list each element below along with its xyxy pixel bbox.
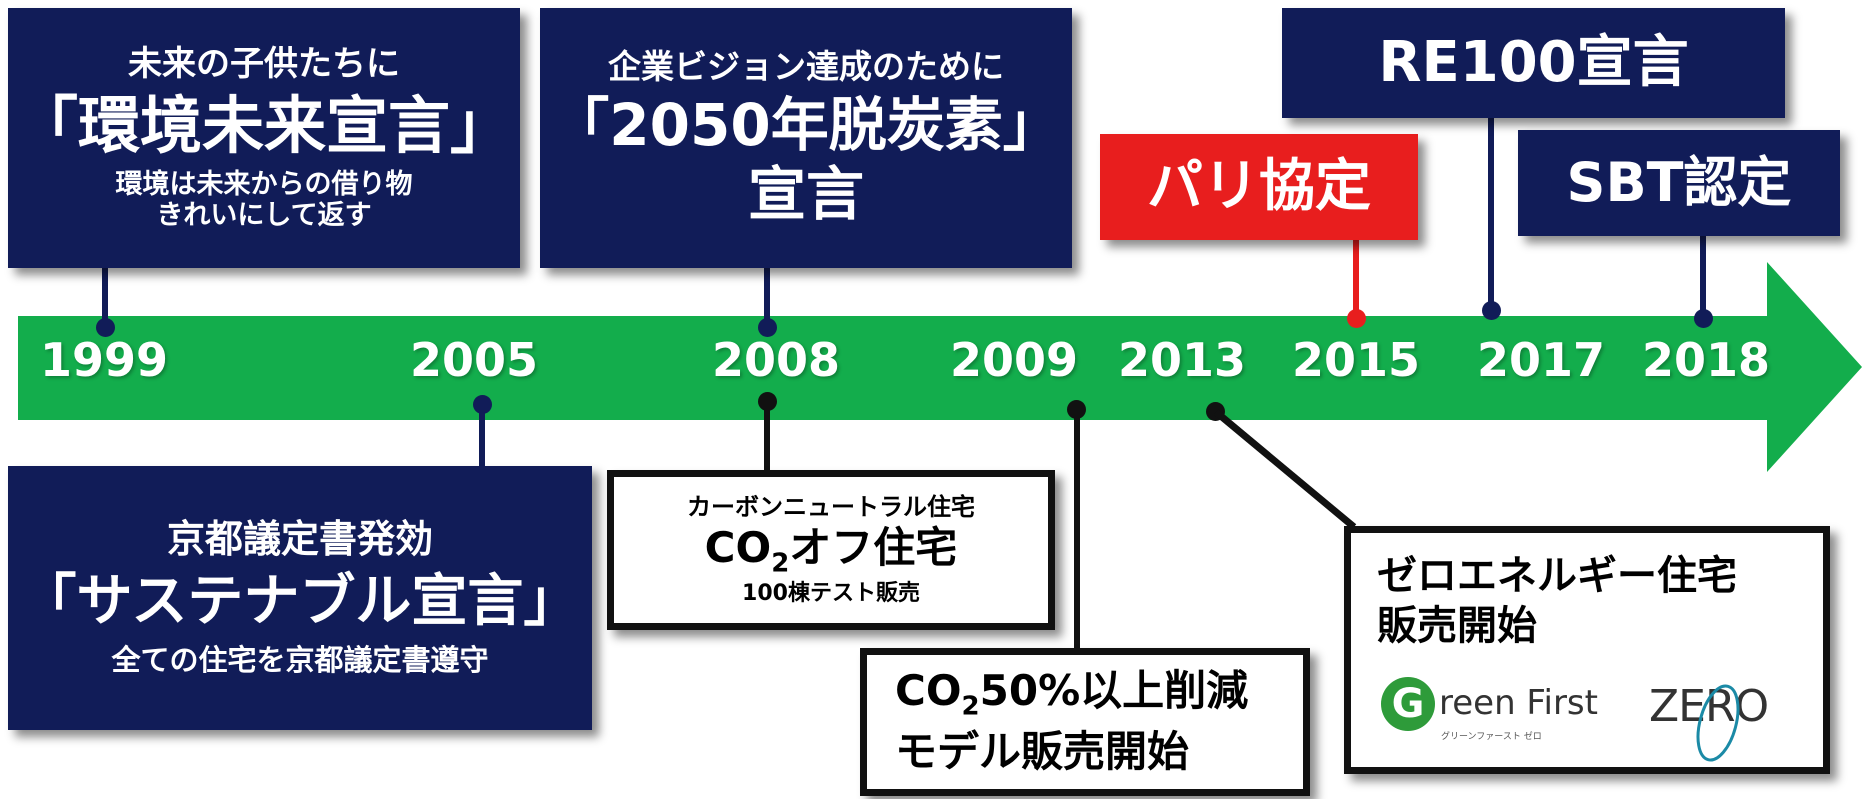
- green-first-zero-logo: G reen First ZERO グリーンファースト ゼロ: [1381, 673, 1801, 767]
- logo-zero-swoosh: [1696, 684, 1740, 762]
- connector-2008-bottom: [764, 398, 770, 472]
- connector-dot-1999: [96, 318, 115, 337]
- connector-dot-2008-top: [758, 318, 777, 337]
- logo-g-mark: G: [1381, 677, 1435, 731]
- event-2008b-title: CO2オフ住宅: [704, 522, 958, 579]
- event-box-1999: 未来の子供たちに 「環境未来宣言」 環境は未来からの借り物 きれいにして返す: [8, 8, 520, 268]
- connector-paris: [1353, 238, 1359, 320]
- event-2008b-caption: 100棟テスト販売: [742, 580, 920, 606]
- event-2008b-heading: カーボンニュートラル住宅: [687, 492, 975, 521]
- event-2013-caption: 販売開始: [1377, 603, 1537, 649]
- event-1999-caption-2: きれいにして返す: [156, 200, 372, 232]
- logo-small-text: グリーンファースト ゼロ: [1441, 732, 1542, 742]
- event-2009-title: CO250%以上削減: [895, 667, 1303, 722]
- connector-1999: [102, 265, 108, 327]
- event-box-2008-bottom: カーボンニュートラル住宅 CO2オフ住宅 100棟テスト販売: [607, 470, 1055, 630]
- event-box-2008-top: 企業ビジョン達成のために 「2050年脱炭素」 宣言: [540, 8, 1072, 268]
- connector-2005: [479, 402, 485, 470]
- event-2009-caption: モデル販売開始: [895, 727, 1190, 777]
- logo-zero: ZERO: [1649, 681, 1769, 732]
- connector-dot-re100: [1482, 301, 1501, 320]
- event-2009-co: CO: [895, 666, 962, 716]
- year-2015: 2015: [1292, 333, 1421, 387]
- event-box-2005: 京都議定書発効 「サステナブル宣言」 全ての住宅を京都議定書遵守: [8, 466, 592, 730]
- event-2005-caption: 全ての住宅を京都議定書遵守: [111, 643, 489, 678]
- connector-sbt: [1700, 233, 1706, 317]
- event-2005-heading: 京都議定書発効: [166, 517, 433, 562]
- connector-dot-sbt: [1694, 309, 1713, 328]
- event-box-sbt: SBT認定: [1518, 130, 1840, 236]
- year-2005: 2005: [410, 333, 539, 387]
- year-2013: 2013: [1118, 333, 1247, 387]
- year-2017: 2017: [1477, 333, 1606, 387]
- event-2009-sub: 2: [961, 691, 980, 722]
- event-1999-caption-1: 環境は未来からの借り物: [115, 169, 413, 201]
- year-2018: 2018: [1642, 333, 1771, 387]
- connector-dot-paris: [1347, 309, 1366, 328]
- event-2008b-rest: オフ住宅: [789, 522, 958, 572]
- connector-2008-top: [764, 265, 770, 327]
- year-2009: 2009: [950, 333, 1079, 387]
- connector-re100: [1488, 118, 1494, 313]
- event-2008b-sub: 2: [771, 547, 790, 578]
- event-box-2009: CO250%以上削減 モデル販売開始: [860, 648, 1310, 796]
- year-1999: 1999: [40, 333, 169, 387]
- event-box-2013: ゼロエネルギー住宅 販売開始 G reen First ZERO グリーンファー…: [1344, 526, 1830, 774]
- logo-wordmark: reen First: [1439, 683, 1598, 723]
- event-1999-heading: 未来の子供たちに: [128, 43, 400, 84]
- event-re100-label: RE100宣言: [1378, 29, 1689, 95]
- event-2008-title-2: 宣言: [747, 159, 864, 228]
- event-2013-title: ゼロエネルギー住宅: [1377, 553, 1737, 599]
- year-2008: 2008: [712, 333, 841, 387]
- event-2008-heading: 企業ビジョン達成のために: [608, 47, 1004, 87]
- event-1999-title: 「環境未来宣言」: [15, 88, 512, 162]
- event-paris-label: パリ協定: [1147, 153, 1371, 219]
- event-2005-title: 「サステナブル宣言」: [20, 568, 580, 634]
- connector-2009: [1074, 407, 1080, 651]
- event-box-paris: パリ協定: [1100, 134, 1418, 240]
- event-box-re100: RE100宣言: [1282, 8, 1785, 118]
- event-2009-rest: 50%以上削減: [979, 666, 1249, 716]
- event-2008-title: 「2050年脱炭素」: [551, 91, 1061, 160]
- event-sbt-label: SBT認定: [1566, 150, 1792, 214]
- event-2008b-co: CO: [704, 522, 772, 572]
